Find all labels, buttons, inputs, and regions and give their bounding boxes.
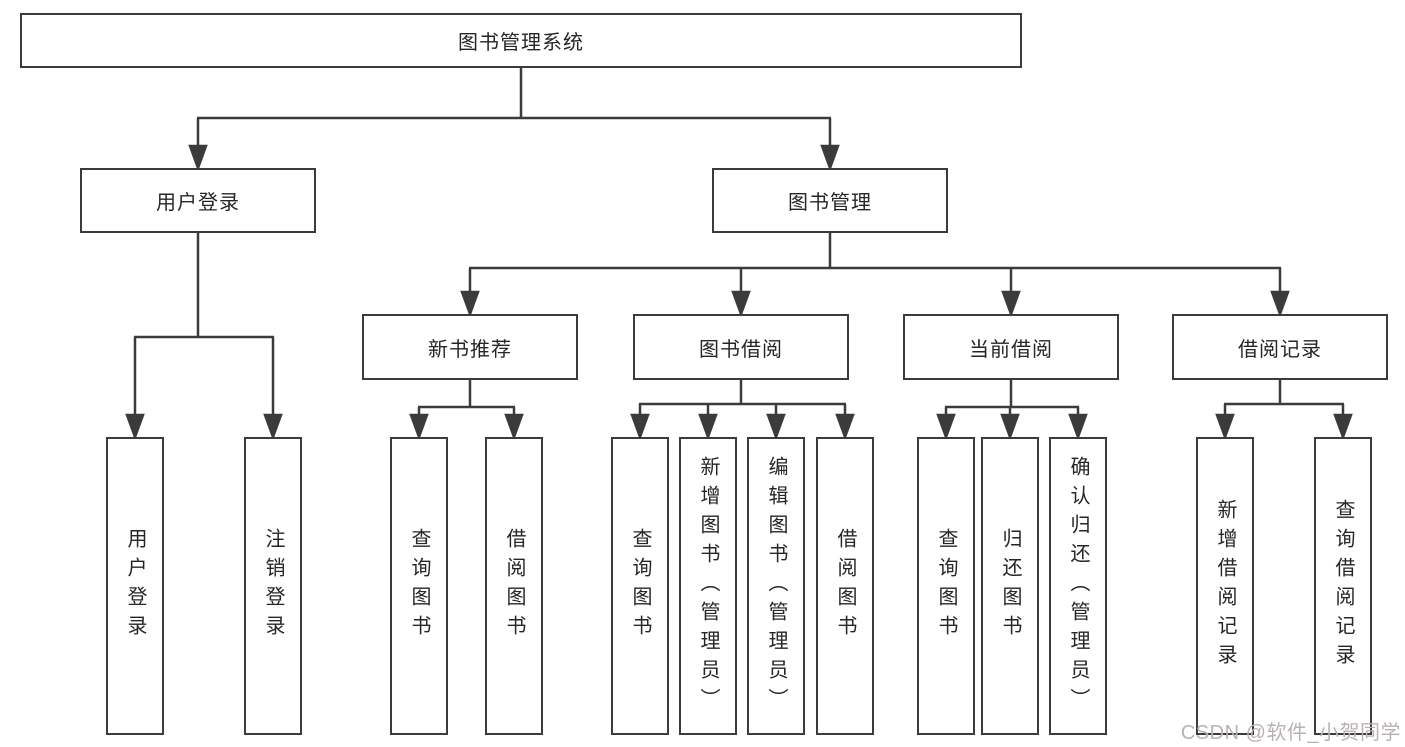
node-label: 图书管理 [788, 192, 872, 214]
leaf-user-login: 用户登录 [106, 437, 164, 735]
connector-login-to-leaves [125, 233, 283, 441]
node-label: 当前借阅 [969, 338, 1053, 361]
node-book-borrow: 图书借阅 [633, 314, 849, 380]
node-label: 新书推荐 [428, 338, 512, 361]
leaf-query-books-newbook: 查询图书 [390, 437, 448, 735]
leaf-add-borrow-record: 新增借阅记录 [1196, 437, 1254, 735]
leaf-logout: 注销登录 [244, 437, 302, 735]
connector-newbook-to-leaves [409, 380, 524, 441]
leaf-borrow-books: 借阅图书 [816, 437, 874, 735]
connector-mgmt-to-level3 [460, 233, 1290, 318]
node-label: 用户登录 [156, 192, 240, 214]
node-label: 图书借阅 [699, 338, 783, 361]
connector-borrow-to-leaves [630, 380, 855, 441]
leaf-confirm-return-admin: 确认归还（管理员） [1049, 437, 1107, 735]
leaf-query-borrow-record: 查询借阅记录 [1314, 437, 1372, 735]
leaf-add-books-admin: 新增图书（管理员） [679, 437, 737, 735]
leaf-borrow-books-newbook: 借阅图书 [485, 437, 543, 735]
connector-records-to-leaves [1215, 380, 1353, 441]
node-label: 图书管理系统 [458, 32, 584, 54]
node-book-management: 图书管理 [712, 168, 948, 233]
leaf-return-books: 归还图书 [981, 437, 1039, 735]
connector-current-to-leaves [936, 380, 1088, 441]
node-user-login: 用户登录 [80, 168, 316, 233]
node-borrow-records: 借阅记录 [1172, 314, 1388, 380]
node-current-borrow: 当前借阅 [903, 314, 1119, 380]
connector-root-to-level2 [188, 68, 840, 172]
csdn-watermark: CSDN @软件_小贺同学 [1180, 722, 1401, 744]
node-new-book-recommend: 新书推荐 [362, 314, 578, 380]
leaf-query-books-borrow: 查询图书 [611, 437, 669, 735]
leaf-edit-books-admin: 编辑图书（管理员） [747, 437, 805, 735]
node-label: 借阅记录 [1238, 338, 1322, 361]
node-library-management-system: 图书管理系统 [20, 13, 1022, 68]
leaf-query-books-current: 查询图书 [917, 437, 975, 735]
